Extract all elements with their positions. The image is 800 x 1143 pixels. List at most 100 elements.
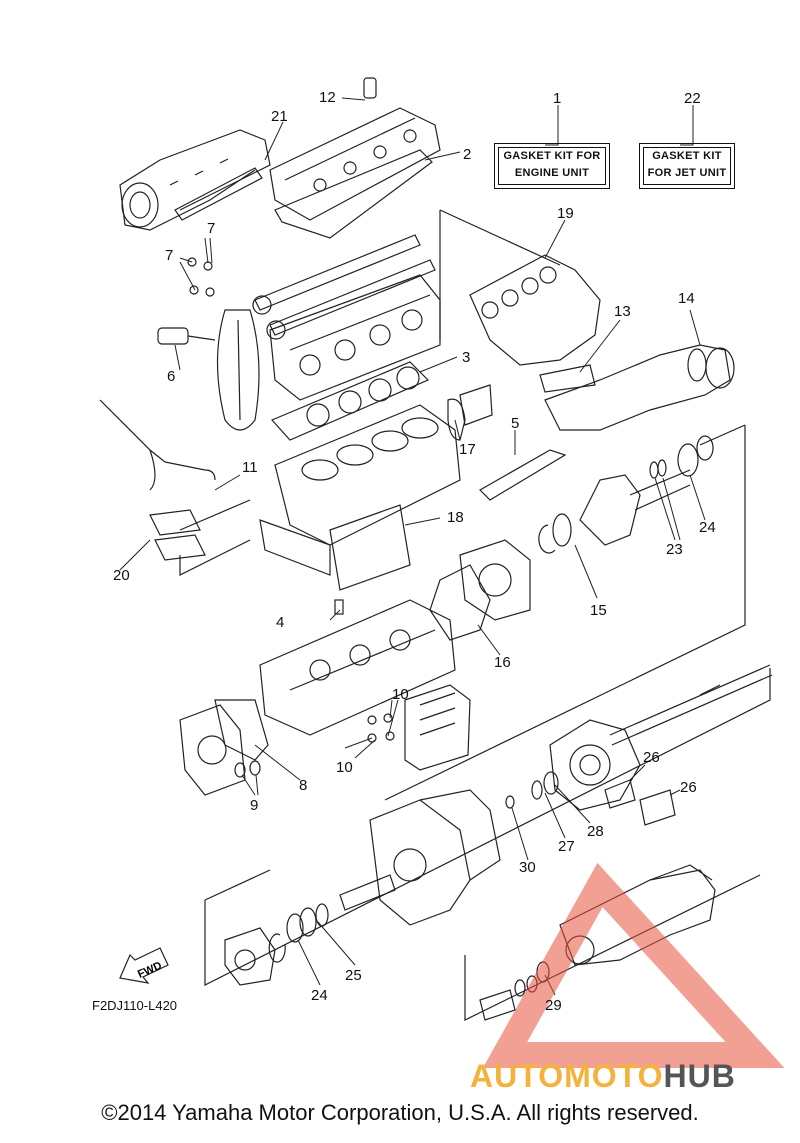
o-rings-10-part [367,713,395,743]
o-rings-23-part [649,459,667,479]
callout-21: 21 [271,108,288,125]
callout-3: 3 [462,349,470,366]
engine-kit-line2: ENGINE UNIT [514,167,590,179]
jet-kit-line2: FOR JET UNIT [647,167,727,179]
oil-seal-15-part [552,513,572,547]
chain-guide-part [237,319,241,421]
intake-manifold-part [119,129,271,231]
drive-shaft-part [609,664,773,746]
exhaust-pipe-part [539,344,735,431]
o-rings-9-part [234,760,261,778]
watermark-part2: HUB [663,1058,736,1094]
gaskets-26-part [604,779,676,826]
oil-filter-housing-part [404,684,471,771]
exhaust-cover-gasket-part [479,449,567,501]
callout-28: 28 [587,823,604,840]
callout-30: 30 [519,859,536,876]
callout-29: 29 [545,997,562,1014]
timing-chain-part [216,309,260,431]
breather-cover-part [149,509,206,561]
callout-12: 12 [319,89,336,106]
callout-24b: 24 [311,987,328,1004]
boundary-line [179,499,251,531]
boundary-line [464,874,761,1021]
callout-17: 17 [459,441,476,458]
oil-seal-24-part [677,443,699,477]
cylinder-block-part [259,404,461,576]
boundary-line [179,539,251,576]
seals-24-25-part [268,903,329,963]
seal-27-28-part [531,771,559,800]
watermark-part1: AUTOMOTO [470,1058,664,1094]
callout-23: 23 [666,541,683,558]
boundary-line [204,668,771,986]
generator-cover-gasket-part [429,564,491,641]
exhaust-manifold-part [469,254,601,366]
engine-gasket-kit-label: GASKET KIT FOR ENGINE UNIT [494,143,610,189]
tensioner-bolts-part [187,257,215,297]
head-gasket-part [270,361,430,441]
callout-7b: 7 [207,220,215,237]
callout-14: 14 [678,290,695,307]
callout-24a: 24 [699,519,716,536]
bearing-housing-part [224,927,276,986]
copyright-notice: ©2014 Yamaha Motor Corporation, U.S.A. A… [101,1100,699,1125]
jet-kit-line1: GASKET KIT [652,150,722,162]
diagram-code: F2DJ110-L420 [92,998,178,1013]
boundary-line [699,424,746,446]
callout-13: 13 [614,303,631,320]
callout-1: 1 [553,90,561,107]
watermark-text: AUTOMOTOHUB [470,1058,736,1095]
side-cover-gasket-part [329,504,411,591]
engine-kit-line1: GASKET KIT FOR [503,150,601,162]
callout-5: 5 [511,415,519,432]
dowel-pin-part [334,599,344,615]
callout-25: 25 [345,967,362,984]
camshaft-part [252,234,436,340]
callout-2: 2 [463,146,471,163]
coupling-shaft-part [579,469,691,546]
callout-26b: 26 [680,779,697,796]
callout-6: 6 [167,368,175,385]
bearing-part [696,435,714,461]
callout-22: 22 [684,90,701,107]
exhaust-flange-part [459,384,493,426]
jet-gasket-kit-label: GASKET KIT FOR JET UNIT [639,143,735,189]
impeller-shaft-part [339,874,396,911]
callout-27: 27 [558,838,575,855]
cylinder-head-part [269,274,441,401]
callout-4: 4 [276,614,284,631]
intermediate-housing-part [549,719,641,811]
callout-16: 16 [494,654,511,671]
fwd-arrow [119,947,169,984]
boundary-line [384,425,746,801]
callout-10a: 10 [392,686,409,703]
callout-10b: 10 [336,759,353,776]
intake-gasket-part [174,167,263,221]
circlip-part [538,524,556,554]
callout-7a: 7 [165,247,173,264]
callout-18: 18 [447,509,464,526]
callout-9: 9 [250,797,258,814]
boundary-line [439,209,561,266]
boundary-line [204,869,271,901]
valve-cover-gasket-part [274,149,433,239]
pump-plate-part [369,789,501,926]
callout-19: 19 [557,205,574,222]
callout-8: 8 [299,777,307,794]
watermark-logo [482,862,785,1068]
chain-tensioner-part [157,327,216,345]
exhaust-gasket-17-part [447,398,466,441]
crankcase-part [259,599,456,736]
generator-cover-part [459,539,531,621]
callout-11: 11 [242,459,258,476]
callout-15: 15 [590,602,607,619]
oil-pump-gasket-part [214,699,269,761]
callout-26a: 26 [643,749,660,766]
oil-dipstick-part [99,399,216,491]
callout-20: 20 [113,567,130,584]
valve-cover-part [269,77,441,221]
o-ring-30-part [505,795,515,809]
